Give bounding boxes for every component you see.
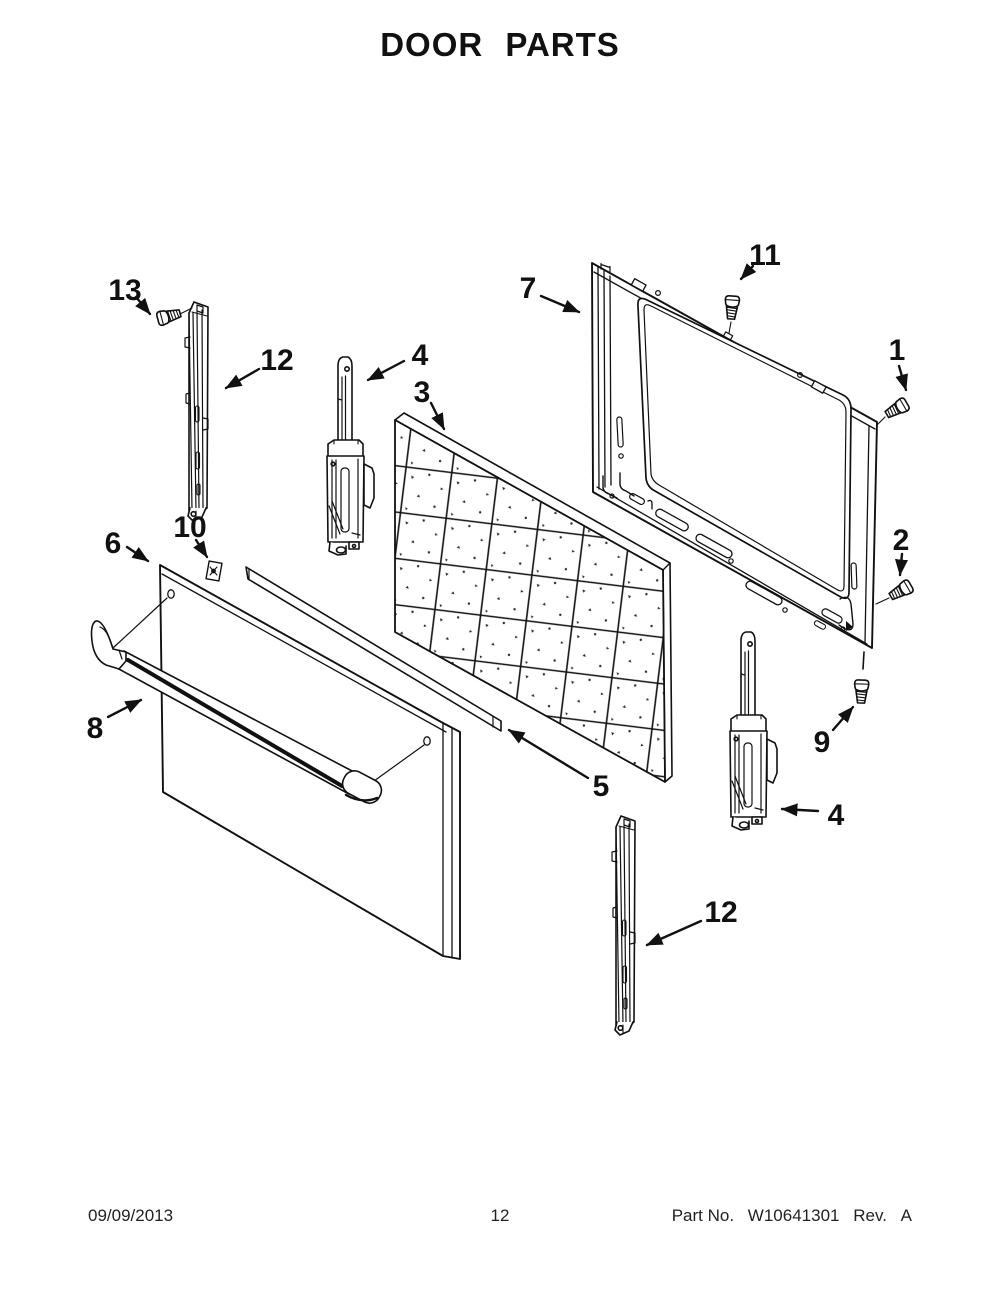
screw-9 [853,651,870,705]
part-12-rail-right [611,815,636,1036]
part-label-1: 1 [889,334,906,367]
handle-mounting-leader-lines [112,597,425,782]
part-label-12-left: 12 [260,344,293,377]
footer-date: 09/09/2013 [88,1206,174,1225]
part-label-6: 6 [105,527,122,560]
part-10-bracket [205,560,223,582]
part-label-9: 9 [814,726,831,759]
footer-page-number: 12 [490,1206,510,1225]
footer-part-number: W10641301 [747,1206,840,1225]
arrow-3 [429,401,446,431]
arrow-9 [831,705,855,732]
arrow-2 [894,552,908,577]
screw-13-leader-line [179,307,193,315]
part-label-2: 2 [893,524,910,557]
screw-11 [723,294,741,334]
callout-arrows [106,263,908,947]
part-7-inner-door-frame [591,262,878,649]
part-label-3: 3 [414,376,431,409]
screw-2 [875,578,916,605]
part-8-door-handle [90,620,383,804]
part-5-trim-strip [245,566,502,732]
part-label-4-lower: 4 [828,799,845,832]
screw-11-leader-line [728,321,732,334]
part-label-12-right: 12 [704,896,737,929]
part-4-latch-lower [729,631,778,831]
part-12-rail-left [184,301,209,522]
arrow-8 [106,698,143,719]
arrow-4-upper [366,359,406,382]
part-label-10: 10 [173,511,206,544]
part-label-13: 13 [108,274,141,307]
footer-part-info: Part No. W10641301 Rev. A [672,1206,912,1226]
arrow-5 [507,728,590,780]
arrow-7 [539,294,581,314]
part-label-7: 7 [520,272,537,305]
footer-revision: A [900,1206,912,1225]
arrow-13 [134,295,152,316]
arrow-11 [739,263,757,281]
part-4-latch-upper [326,356,375,556]
arrow-1 [895,364,908,392]
part-label-5: 5 [593,770,610,803]
arrow-12-right [645,919,703,947]
screw-9-leader-line [862,651,865,670]
arrow-12-left [224,367,261,390]
screw-2-leader-line [875,597,890,605]
screw-13 [155,305,193,327]
arrow-6 [125,545,150,563]
part-number-labels: 13 12 4 3 7 11 1 2 9 4 12 10 6 8 5 [87,239,910,929]
part-label-4-upper: 4 [412,339,429,372]
part-3-insulation-panel [394,412,673,783]
screw-1 [876,396,912,426]
part-label-8: 8 [87,712,104,745]
part-label-11: 11 [749,239,781,272]
arrow-10 [193,538,209,559]
footer-part-no-label: Part No. [671,1206,735,1225]
arrow-4-lower [780,803,820,817]
page-title: DOOR PARTS [380,26,620,63]
footer-rev-label: Rev. [853,1206,887,1225]
screw-1-leader-line [876,416,886,426]
